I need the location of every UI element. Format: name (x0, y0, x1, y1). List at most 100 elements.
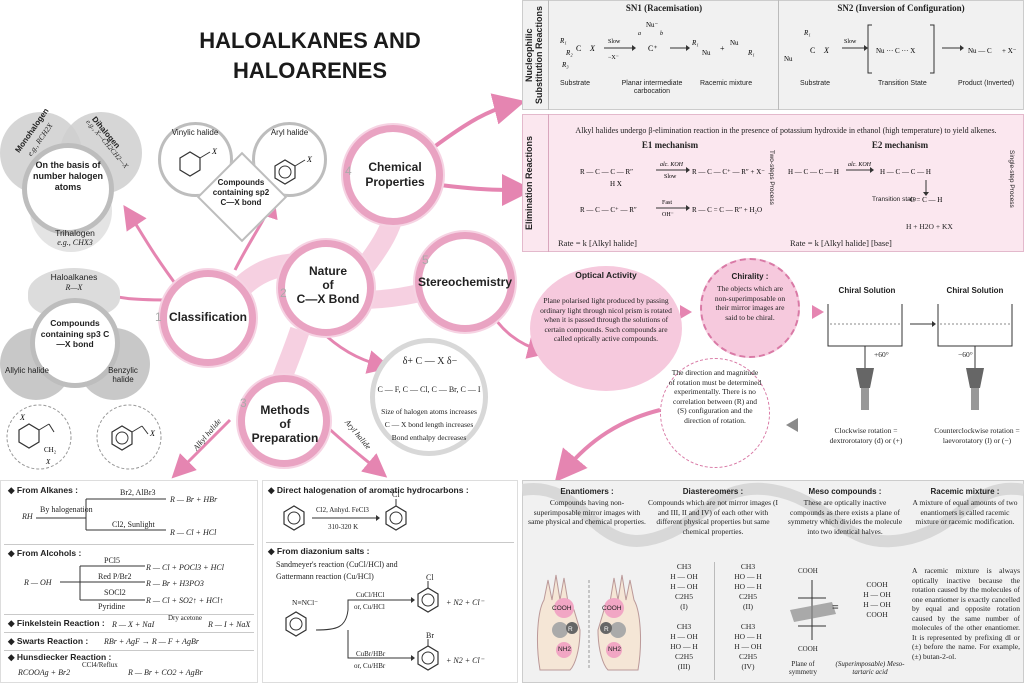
sp2-compounds-label: Compounds containing sp2 C—X bond (212, 178, 270, 207)
sn1-carbocation-label: Planar intermediate carbocation (621, 80, 683, 95)
diazonium-heading: ◆ From diazonium salts : (268, 546, 370, 556)
number-basis-circle (22, 143, 114, 235)
svg-text:X: X (211, 147, 218, 156)
title-line-1: HALOALKANES AND (199, 28, 421, 53)
aryl-structure: X (274, 155, 313, 185)
elimination-side-label: Elimination Reactions (524, 135, 534, 231)
fischer-i: CH3 H — OH H — OH C2H5 (I) (652, 562, 716, 612)
racemic-text: A mixture of equal amounts of two enanti… (912, 498, 1018, 526)
elimination-side-divider (548, 114, 549, 252)
haloalkanes-formula: R—X (65, 283, 83, 292)
sn2-transition-label: Transition State (878, 80, 927, 87)
sn1-scheme: R₁ R₂ R₃ C X Slow −X⁻ Nu⁻ C⁺ R₁ Nu + Nu … (559, 21, 755, 69)
direct-halogenation-label: Direct halogenation of aromatic hydrocar… (276, 485, 469, 495)
fischer-iv-label: (IV) (741, 662, 755, 671)
bond-polarity: δ+ C — X δ− (402, 356, 458, 367)
svg-text:a: a (638, 31, 641, 37)
fischer-i-top: CH3 (676, 562, 692, 571)
svg-text:C⁺: C⁺ (648, 44, 658, 53)
node-classification-number: 1 (155, 310, 162, 324)
bond-detail-circle (370, 338, 488, 456)
svg-text:Nu: Nu (784, 55, 793, 63)
diazo-chlorobenzene-icon (417, 581, 439, 613)
rate-e2: Rate = k [Alkyl halide] [base] (790, 238, 892, 248)
plus-60-label: +60° (874, 350, 889, 359)
alcohol-product-1: R — Cl + POCl3 + HCl (146, 563, 224, 572)
optical-activity-text: Plane polarised light produced by passin… (540, 296, 672, 343)
diazonium-condition-2b: or, Cu/HBr (354, 662, 386, 670)
svg-text:Slow: Slow (844, 39, 857, 45)
fischer-divider (714, 562, 715, 680)
gattermann-text: Gattermann reaction (Cu/HCl) (276, 572, 374, 581)
vinylic-structure: X (179, 147, 218, 177)
alkanes-condition-2: By halogenation (40, 505, 93, 514)
node-methods-number: 3 (240, 396, 247, 410)
node-chemical-number: 4 (345, 164, 352, 178)
from-alkanes-label: From Alkanes : (16, 485, 78, 495)
svg-text:R₁: R₁ (559, 37, 567, 45)
fischer-ii-row1: HO — H (734, 572, 762, 581)
svg-text:alc. KOH: alc. KOH (660, 162, 684, 168)
direct-condition-2: 310-320 K (328, 523, 359, 531)
hunsdiecker-product: R — Br + CO2 + AgBr (128, 668, 203, 677)
from-alcohols-label: From Alcohols : (16, 548, 82, 558)
fischer-iii-row1: H — OH (670, 632, 698, 641)
substitution-panel (522, 0, 1024, 110)
direct-arrow (312, 515, 380, 521)
node-classification[interactable] (160, 270, 256, 366)
node-nature-bond[interactable] (278, 240, 374, 336)
meso-plane-structure (790, 580, 836, 640)
hand-left-r: R (568, 626, 573, 633)
direct-condition-1: Cl2, Anhyd. FeCl3 (316, 506, 369, 514)
sn2-product-label: Product (Inverted) (958, 80, 1015, 87)
fischer-i-bottom: C2H5 (675, 592, 693, 601)
fischer-iv-top: CH3 (740, 622, 756, 631)
diazonium-condition-1b: or, Cu/HCl (354, 603, 385, 611)
node-stereochemistry[interactable] (415, 232, 515, 332)
hunsdiecker-label: Hunsdiecker Reaction : (16, 652, 112, 662)
svg-text:C: C (576, 44, 581, 53)
finkelstein-product: R — I + NaX (208, 620, 251, 629)
meso-title: Meso compounds : (808, 487, 882, 496)
polarimeter-diagram (827, 304, 1013, 410)
haloalkanes-label: Haloalkanes (50, 272, 98, 282)
benzylic-halide-label: Benzylic halide (108, 366, 138, 384)
node-methods-line1: Methods (260, 403, 310, 417)
vinylic-halide-label: Vinylic halide (171, 128, 219, 137)
chiral-solution-label-1: Chiral Solution (838, 286, 896, 295)
title-line-2: HALOARENES (232, 58, 387, 83)
finkelstein-condition: Dry acetone (168, 614, 203, 622)
node-chemical-properties[interactable] (343, 125, 443, 225)
fischer-i-label: (I) (680, 602, 688, 611)
single-step-label: Single-step Process (1008, 150, 1015, 208)
node-nature-line1: Nature (308, 264, 347, 278)
divider-2 (4, 614, 254, 615)
e1-scheme: R — C — C — R″ H X alc. KOH Slow R — C —… (580, 162, 765, 218)
hunsdiecker-reactants: RCOOAg + Br2 (18, 668, 71, 677)
swarts-equation: RBr + AgF → R — F + AgBr (104, 637, 199, 646)
diazonium-product-br: Br (426, 631, 434, 640)
svg-text:Fast: Fast (662, 200, 672, 206)
two-step-label: Two-steps Process (768, 150, 775, 205)
sn2-title: SN2 (Inversion of Configuration) (837, 3, 965, 13)
e1-title: E1 mechanism (641, 140, 699, 150)
preparation-aryl-panel (262, 480, 518, 683)
meso-fischer-top: COOH (866, 580, 888, 589)
sp3-circle (30, 298, 120, 388)
fischer-iv-row1: HO — H (734, 632, 762, 641)
enantiomers-text: Compounds having non-superimposable mirr… (528, 498, 646, 526)
node-methods[interactable] (238, 375, 330, 467)
fischer-ii-bottom: C2H5 (739, 592, 757, 601)
svg-text:C: C (810, 46, 815, 55)
rate-e1: Rate = k [Alkyl halide] (558, 238, 637, 248)
svg-text:b: b (660, 31, 663, 37)
node-nature-number: 2 (280, 286, 287, 300)
meso-fischer-row2: H — OH (863, 600, 891, 609)
transition-state-label: Transition state (872, 196, 917, 203)
substitution-side-label: Nucleophilic Substitution Reactions (524, 6, 544, 105)
sn2-substrate-label: Substrate (800, 80, 830, 87)
hand-left-cooh: COOH (552, 605, 572, 612)
svg-text:R — C — C⁺ — R″: R — C — C⁺ — R″ (580, 206, 637, 214)
divider-3 (4, 632, 254, 633)
elimination-panel (522, 114, 1024, 252)
